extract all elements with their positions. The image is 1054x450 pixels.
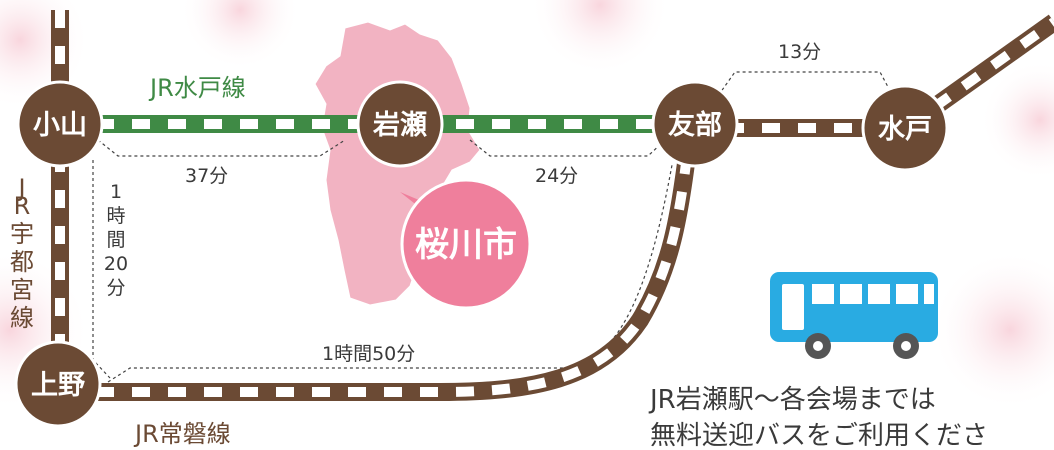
svg-text:宇: 宇 xyxy=(10,220,34,248)
shuttle-notice-line1: JR岩瀬駅～各会場までは xyxy=(648,385,936,415)
time-oyama-ueno: 1 時 間 20 分 xyxy=(104,181,128,299)
joban-line-label: JR常磐線 xyxy=(133,420,231,448)
svg-text:分: 分 xyxy=(106,277,125,299)
svg-text:R: R xyxy=(14,192,31,220)
station-label: 友部 xyxy=(668,109,722,141)
svg-text:宮: 宮 xyxy=(10,276,34,304)
svg-text:間: 間 xyxy=(106,229,125,251)
mito-line-label: JR水戸線 xyxy=(148,74,246,102)
station-mito[interactable]: 水戸 xyxy=(861,84,949,172)
station-label: 小山 xyxy=(33,110,87,141)
utsunomiya-line-label: J R 宇 都 宮 線 xyxy=(10,174,34,332)
station-tomobe[interactable]: 友部 xyxy=(651,80,739,168)
station-label: 上野 xyxy=(31,370,85,401)
shuttle-notice-line2: 無料送迎バスをご利用くださ xyxy=(650,421,988,450)
svg-text:時: 時 xyxy=(106,205,125,227)
time-ueno-tomobe: 1時間50分 xyxy=(322,343,415,365)
bus-icon xyxy=(770,272,938,359)
svg-text:J: J xyxy=(16,174,25,202)
station-ueno[interactable]: 上野 xyxy=(14,340,102,428)
station-oyama[interactable]: 小山 xyxy=(16,80,104,168)
station-iwase[interactable]: 岩瀬 xyxy=(356,80,444,168)
time-iwase-tomobe: 24分 xyxy=(535,165,578,187)
time-tomobe-mito: 13分 xyxy=(778,41,821,63)
svg-text:20: 20 xyxy=(104,253,128,275)
station-label: 岩瀬 xyxy=(372,110,427,141)
svg-text:1: 1 xyxy=(110,181,122,203)
city-badge: 桜川市 xyxy=(400,178,532,310)
svg-text:線: 線 xyxy=(10,304,34,332)
time-oyama-iwase: 37分 xyxy=(185,165,228,187)
city-label: 桜川市 xyxy=(415,225,517,265)
svg-text:都: 都 xyxy=(10,248,34,276)
station-label: 水戸 xyxy=(878,114,932,145)
